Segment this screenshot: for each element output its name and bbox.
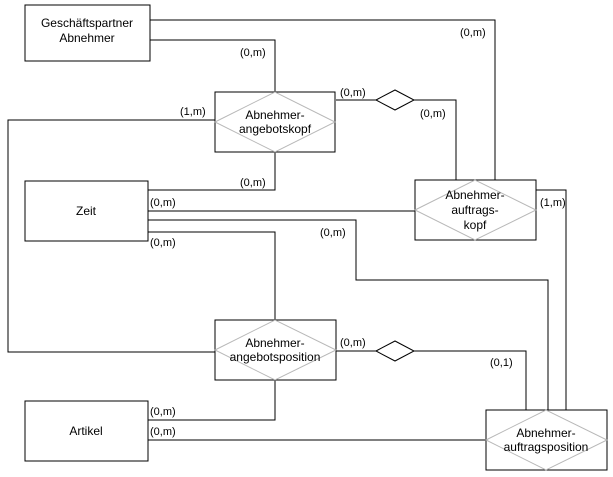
card-zeit-auftragsposition: (0,m) <box>320 227 346 239</box>
relationship-auftragskopf-line1: Abnehmer- <box>445 188 504 202</box>
relationship-angebotskopf-line1: Abnehmer- <box>245 108 304 122</box>
line-artikel-angebotsposition <box>148 380 276 421</box>
relationship-auftragskopf-line2: auftrags- <box>451 203 498 217</box>
card-gp-angebotskopf: (0,m) <box>240 47 266 59</box>
line-diamond-auftragsposition <box>414 350 527 410</box>
card-auftragskopf-position: (1,m) <box>540 197 566 209</box>
cardinality-labels: (0,m) (0,m) (0,m) (1,m) (0,m) (0,m) (0,m… <box>150 27 566 438</box>
relationship-angebotskopf[interactable]: Abnehmer- angebotskopf <box>213 91 337 153</box>
entity-geschaeftspartner[interactable]: Geschäftspartner Abnehmer <box>24 4 151 62</box>
aggregation-diamond-top <box>374 89 416 111</box>
card-angebotskopf-left: (1,m) <box>180 106 206 118</box>
relationship-angebotsposition[interactable]: Abnehmer- angebotsposition <box>213 319 338 381</box>
relationship-auftragskopf-line3: kopf <box>464 218 487 232</box>
line-zeit-angebotsposition <box>148 231 276 320</box>
card-diamond-auftragsposition: (0,1) <box>490 357 513 369</box>
card-zeit-auftragskopf: (0,m) <box>150 197 176 209</box>
entity-zeit[interactable]: Zeit <box>24 180 149 242</box>
relationship-auftragsposition[interactable]: Abnehmer- auftragsposition <box>484 409 609 471</box>
entity-zeit-label: Zeit <box>76 204 97 218</box>
card-angebotsposition-diamond: (0,m) <box>340 337 366 349</box>
entity-geschaeftspartner-line1: Geschäftspartner <box>41 16 133 30</box>
relationship-angebotskopf-line2: angebotskopf <box>239 122 312 136</box>
relationship-angebotsposition-line2: angebotsposition <box>230 350 321 364</box>
line-gp-angebotskopf <box>150 39 276 92</box>
relationship-auftragsposition-line1: Abnehmer- <box>516 426 575 440</box>
line-angebotskopf-zeit <box>148 152 276 191</box>
relationship-auftragskopf[interactable]: Abnehmer- auftrags- kopf <box>413 179 538 241</box>
relationship-auftragsposition-line2: auftragsposition <box>504 440 589 454</box>
line-gp-auftragskopf <box>150 19 496 180</box>
card-gp-auftragskopf: (0,m) <box>460 27 486 39</box>
card-angebotskopf-zeit: (0,m) <box>240 177 266 189</box>
entity-artikel[interactable]: Artikel <box>24 400 149 462</box>
line-auftragskopf-position <box>536 189 567 410</box>
card-angebotskopf-diamond: (0,m) <box>340 87 366 99</box>
card-artikel-angebotsposition: (0,m) <box>150 406 176 418</box>
card-zeit-angebotsposition: (0,m) <box>150 237 176 249</box>
line-angebotskopf-loop <box>7 119 215 353</box>
relationship-angebotsposition-line1: Abnehmer- <box>245 336 304 350</box>
card-diamond-auftragskopf: (0,m) <box>420 108 446 120</box>
aggregation-diamond-bottom <box>374 340 416 362</box>
entity-artikel-label: Artikel <box>69 424 102 438</box>
line-zeit-auftragsposition <box>148 219 549 410</box>
connection-lines <box>7 19 567 441</box>
card-artikel-auftragsposition: (0,m) <box>150 426 176 438</box>
line-diamond-auftragskopf <box>414 99 457 180</box>
entity-geschaeftspartner-line2: Abnehmer <box>59 31 114 45</box>
